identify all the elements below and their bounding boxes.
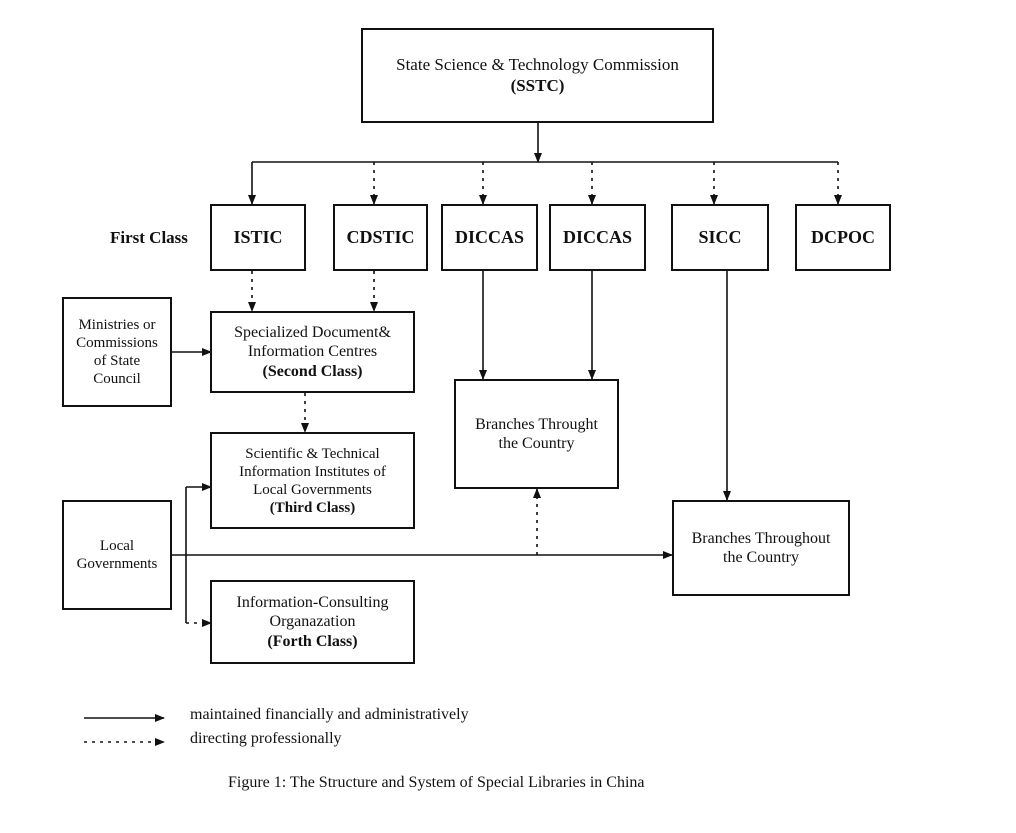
local-gov-line-2: Governments	[76, 556, 158, 572]
forth-class-label: (Forth Class)	[267, 632, 358, 650]
sstc-box: State Science & Technology Commission (S…	[361, 28, 714, 123]
branches-right-line-2: the Country	[723, 549, 799, 566]
ministries-line-2: Commissions	[76, 335, 158, 351]
branches-right-box: Branches Throughout the Country	[672, 500, 850, 596]
branches-left-line-2: the Country	[498, 435, 575, 452]
cdstic-box: CDSTIC	[333, 204, 428, 271]
diccas-box-1: DICCAS	[441, 204, 538, 271]
legend-solid-label: maintained financially and administrativ…	[190, 706, 469, 723]
diccas-box-2: DICCAS	[549, 204, 646, 271]
forth-class-line-2: Organazation	[269, 613, 356, 631]
sicc-box: SICC	[671, 204, 769, 271]
local-governments-box: Local Governments	[62, 500, 172, 610]
istic-box: ISTIC	[210, 204, 306, 271]
second-class-label: (Second Class)	[262, 362, 363, 380]
branches-left-box: Branches Throught the Country	[454, 379, 619, 489]
sstc-abbrev: (SSTC)	[510, 75, 565, 95]
branches-right-line-1: Branches Throughout	[691, 529, 831, 547]
second-class-box: Specialized Document& Information Centre…	[210, 311, 415, 393]
legend-dotted-label: directing professionally	[190, 730, 342, 747]
second-class-line-1: Specialized Document&	[234, 324, 391, 342]
third-class-line-2: Information Institutes of	[239, 463, 386, 480]
sstc-name: State Science & Technology Commission	[396, 55, 679, 75]
ministries-line-4: Council	[93, 371, 141, 387]
third-class-line-1: Scientific & Technical	[245, 445, 380, 462]
dcpoc-box: DCPOC	[795, 204, 891, 271]
first-class-label: First Class	[110, 228, 188, 247]
branches-left-line-1: Branches Throught	[475, 415, 598, 433]
third-class-label: (Third Class)	[269, 499, 356, 516]
figure-caption: Figure 1: The Structure and System of Sp…	[228, 774, 645, 791]
forth-class-box: Information-Consulting Organazation (For…	[210, 580, 415, 664]
ministries-box: Ministries or Commissions of State Counc…	[62, 297, 172, 407]
local-gov-line-1: Local	[99, 538, 135, 554]
forth-class-line-1: Information-Consulting	[236, 594, 389, 612]
ministries-line-1: Ministries or	[78, 317, 156, 333]
third-class-line-3: Local Governments	[253, 481, 372, 498]
third-class-box: Scientific & Technical Information Insti…	[210, 432, 415, 529]
second-class-line-2: Information Centres	[247, 343, 378, 361]
ministries-line-3: of State	[93, 353, 141, 369]
